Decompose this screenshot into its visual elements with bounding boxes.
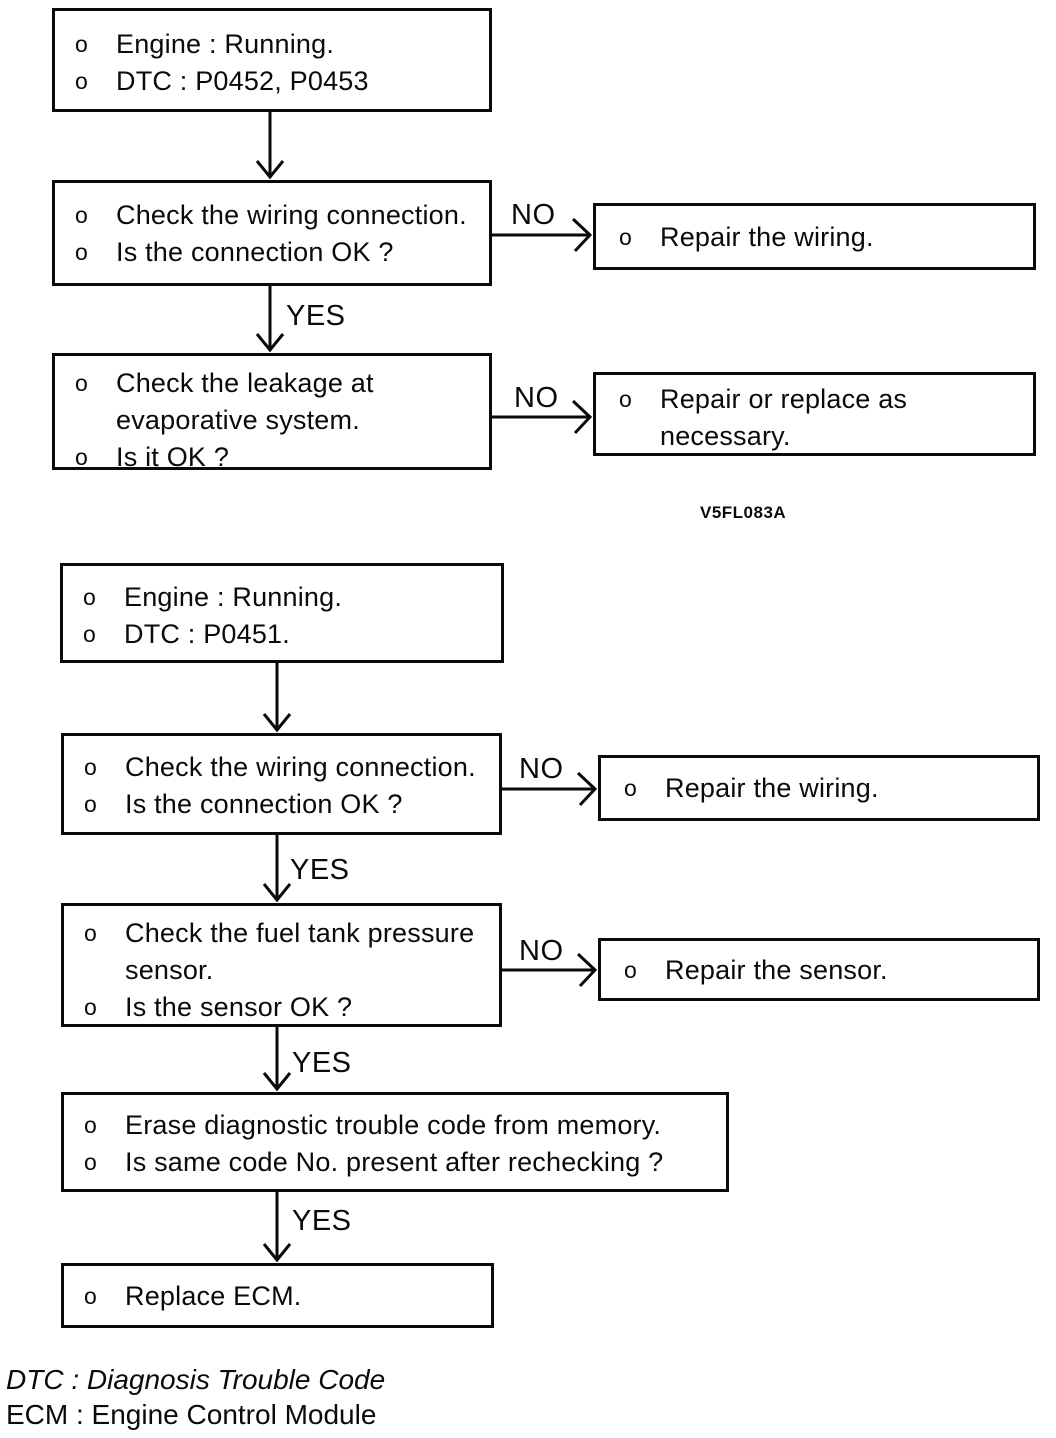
bullet-marker: o (84, 791, 97, 817)
bullet-line: o Is the connection OK ? (75, 234, 481, 271)
bullet-line: o DTC : P0452, P0453 (75, 63, 481, 100)
node-text: Repair or replace as necessary. (660, 384, 908, 451)
bullet-line: o Engine : Running. (83, 579, 493, 616)
node-c2-check-sensor: o Check the fuel tank pressure sensor. o… (61, 903, 502, 1027)
node-c2-check-wiring: o Check the wiring connection. o Is the … (61, 733, 502, 835)
bullet-line: o Is the sensor OK ? (84, 989, 491, 1026)
bullet-marker: o (624, 775, 637, 801)
bullet-marker: o (84, 920, 97, 946)
bullet-marker: o (84, 1112, 97, 1138)
node-text: Erase diagnostic trouble code from memor… (125, 1110, 662, 1140)
bullet-line: o Repair the sensor. (624, 952, 1029, 989)
node-text: Replace ECM. (125, 1281, 302, 1311)
node-text: Check the fuel tank pressure sensor. (125, 918, 475, 985)
node-text: Is it OK ? (116, 442, 230, 472)
arrow-c2-yes-to-check-sensor (262, 835, 292, 903)
node-c2-replace-ecm: o Replace ECM. (61, 1263, 494, 1328)
edge-label-no: NO (514, 382, 559, 414)
arrow-c2-no-to-repair-sensor (502, 952, 598, 988)
bullet-line: o Is same code No. present after recheck… (84, 1144, 718, 1181)
node-text: Repair the wiring. (665, 773, 879, 803)
node-text: Is the connection OK ? (125, 789, 403, 819)
node-c1-check-wiring: o Check the wiring connection. o Is the … (52, 180, 492, 286)
node-text: DTC : P0452, P0453 (116, 66, 369, 96)
node-c1-check-leakage: o Check the leakage at evaporative syste… (52, 353, 492, 472)
arrow-c2-yes-to-erase-dtc (262, 1027, 292, 1092)
legend: DTC : Diagnosis Trouble Code ECM : Engin… (6, 1362, 385, 1432)
node-text: Check the wiring connection. (125, 752, 476, 782)
edge-label-yes: YES (292, 1205, 352, 1237)
bullet-line: o Check the wiring connection. (84, 749, 491, 786)
bullet-marker: o (84, 1149, 97, 1175)
bullet-line: o Repair the wiring. (619, 219, 1025, 256)
edge-label-no: NO (519, 935, 564, 967)
node-text: Engine : Running. (124, 582, 343, 612)
bullet-marker: o (75, 31, 88, 57)
bullet-marker: o (75, 444, 88, 470)
bullet-line: o Erase diagnostic trouble code from mem… (84, 1107, 718, 1144)
figure-code-label: V5FL083A (700, 503, 787, 522)
bullet-line: o Repair or replace as necessary. (619, 381, 1025, 455)
legend-dtc: DTC : Diagnosis Trouble Code (6, 1364, 386, 1395)
bullet-line: o Check the wiring connection. (75, 197, 481, 234)
node-text: Check the wiring connection. (116, 200, 467, 230)
edge-label-yes: YES (286, 300, 346, 332)
bullet-marker: o (83, 584, 96, 610)
arrow-c2-yes-to-replace-ecm (262, 1192, 292, 1263)
bullet-marker: o (84, 754, 97, 780)
node-text: Repair the sensor. (665, 955, 888, 985)
bullet-marker: o (75, 68, 88, 94)
node-c1-start: o Engine : Running. o DTC : P0452, P0453 (52, 8, 492, 112)
bullet-line: o Check the leakage at evaporative syste… (75, 365, 481, 439)
bullet-line: o DTC : P0451. (83, 616, 493, 653)
bullet-line: o Is it OK ? (75, 439, 481, 476)
bullet-line: o Replace ECM. (84, 1278, 483, 1315)
node-text: Is same code No. present after recheckin… (125, 1147, 664, 1177)
arrow-c2-no-to-repair-wiring (502, 771, 598, 807)
arrow-c1-no-to-repair-wiring (492, 217, 593, 253)
node-c2-start: o Engine : Running. o DTC : P0451. (60, 563, 504, 663)
arrow-c2-start-to-check-wiring (262, 663, 292, 733)
bullet-marker: o (619, 224, 632, 250)
bullet-line: o Repair the wiring. (624, 770, 1029, 807)
edge-label-no: NO (519, 753, 564, 785)
edge-label-no: NO (511, 199, 556, 231)
arrow-c1-no-to-repair-replace (492, 399, 593, 435)
node-text: Engine : Running. (116, 29, 335, 59)
arrow-c1-yes-to-check-leakage (255, 286, 285, 353)
legend-ecm: ECM : Engine Control Module (6, 1399, 377, 1430)
bullet-marker: o (619, 386, 632, 412)
node-text: Repair the wiring. (660, 222, 874, 252)
node-c2-repair-sensor: o Repair the sensor. (598, 938, 1040, 1001)
node-c1-repair-wiring: o Repair the wiring. (593, 203, 1036, 270)
node-c2-repair-wiring: o Repair the wiring. (598, 755, 1040, 821)
node-c2-erase-dtc: o Erase diagnostic trouble code from mem… (61, 1092, 729, 1192)
bullet-marker: o (75, 202, 88, 228)
bullet-line: o Check the fuel tank pressure sensor. (84, 915, 491, 989)
node-c1-repair-replace: o Repair or replace as necessary. (593, 372, 1036, 456)
bullet-marker: o (75, 370, 88, 396)
edge-label-yes: YES (292, 1047, 352, 1079)
bullet-marker: o (624, 957, 637, 983)
bullet-marker: o (84, 994, 97, 1020)
node-text: Is the connection OK ? (116, 237, 394, 267)
bullet-line: o Is the connection OK ? (84, 786, 491, 823)
node-text: Check the leakage at evaporative system. (116, 368, 374, 435)
node-text: DTC : P0451. (124, 619, 290, 649)
node-text: Is the sensor OK ? (125, 992, 353, 1022)
edge-label-yes: YES (290, 854, 350, 886)
bullet-marker: o (83, 621, 96, 647)
bullet-line: o Engine : Running. (75, 26, 481, 63)
bullet-marker: o (84, 1283, 97, 1309)
arrow-c1-start-to-check-wiring (255, 112, 285, 180)
bullet-marker: o (75, 239, 88, 265)
